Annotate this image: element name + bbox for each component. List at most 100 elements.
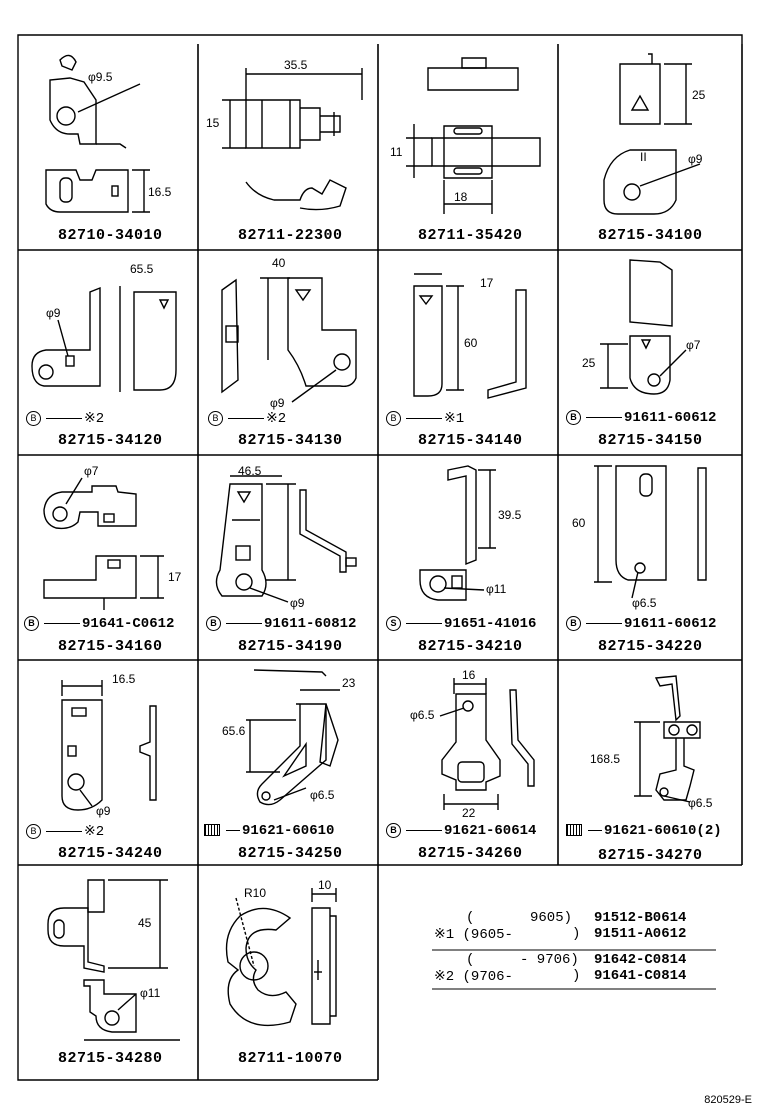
drawing-code: 820529-E (704, 1094, 752, 1106)
part-number: 82710-34010 (58, 227, 163, 244)
dim-label: φ6.5 (310, 788, 335, 802)
part-82715-34100-drawing (603, 53, 701, 215)
dim-label: 17 (480, 276, 494, 290)
part-number: 82715-34120 (58, 432, 163, 449)
dim-label: 25 (582, 356, 596, 370)
part-number: 82715-34140 (418, 432, 523, 449)
dim-label: 17 (168, 570, 182, 584)
dim-label: φ9 (96, 804, 111, 818)
b-circle-icon: B (26, 823, 41, 839)
b-circle-icon: B (566, 616, 581, 631)
dim-label: 40 (272, 256, 286, 270)
part-number: 82715-34100 (598, 227, 703, 244)
dim-label: 35.5 (284, 58, 308, 72)
part-82715-34280-drawing (47, 879, 180, 1041)
year-legend: (9605)91512-B0614 ※1 (9605-)91511-A0612 … (434, 910, 687, 985)
dim-label: 16.5 (112, 672, 136, 686)
dim-label: II (640, 150, 647, 164)
b-circle-icon: B (208, 410, 223, 426)
part-82715-34250-drawing (246, 669, 340, 806)
b-circle-icon: B (566, 410, 581, 425)
dim-label: R10 (244, 886, 267, 900)
part-82715-34260-drawing (439, 678, 535, 810)
dim-label: 46.5 (238, 464, 262, 478)
part-number: 82715-34160 (58, 638, 163, 655)
fastener-note: B※1 (386, 410, 464, 427)
dim-label: φ9 (290, 596, 305, 610)
dim-label: φ11 (486, 582, 507, 596)
dim-label: 18 (454, 190, 468, 204)
dim-label: 11 (390, 145, 403, 159)
part-82715-34150-drawing (600, 259, 687, 395)
part-82711-10070-drawing (225, 888, 337, 1027)
dim-label: φ11 (140, 986, 161, 1000)
part-number: 82715-34190 (238, 638, 343, 655)
dim-label: φ6.5 (632, 596, 657, 610)
dim-label: 22 (462, 806, 476, 820)
s-circle-icon: S (386, 616, 401, 631)
dim-label: 168.5 (590, 752, 621, 766)
b-circle-icon: B (26, 410, 41, 426)
part-82715-34220-drawing (594, 465, 707, 599)
part-82715-34270-drawing (634, 675, 701, 803)
dim-label: 25 (692, 88, 706, 102)
part-number: 82711-35420 (418, 227, 523, 244)
dim-label: φ6.5 (688, 796, 713, 810)
dim-label: φ9 (688, 152, 703, 166)
part-82711-22300-drawing (222, 68, 363, 211)
part-number: 82715-34240 (58, 845, 163, 862)
dim-label: φ9.5 (88, 70, 113, 84)
dim-label: φ9 (270, 396, 285, 410)
b-circle-icon: B (386, 410, 401, 426)
part-82715-34210-drawing (419, 465, 496, 601)
part-82715-34190-drawing (215, 475, 357, 603)
dim-label: 65.6 (222, 724, 246, 738)
part-number: 82715-34220 (598, 638, 703, 655)
part-number: 82715-34130 (238, 432, 343, 449)
dim-label: 60 (572, 516, 586, 530)
dim-label: 39.5 (498, 508, 522, 522)
part-number: 82715-34280 (58, 1050, 163, 1067)
part-number: 82715-34210 (418, 638, 523, 655)
dim-label: 45 (138, 916, 152, 930)
fastener-note: B※2 (208, 410, 286, 427)
bolt-icon (566, 824, 582, 837)
dim-label: 16 (462, 668, 476, 682)
fastener-note: B※2 (26, 823, 104, 840)
fastener-note: 91621-60610(2) (566, 823, 722, 839)
part-number: 82711-10070 (238, 1050, 343, 1067)
b-circle-icon: B (386, 823, 401, 838)
b-circle-icon: B (24, 616, 39, 631)
fastener-note: B※2 (26, 410, 104, 427)
part-82715-34120-drawing (31, 286, 177, 392)
dim-label: φ6.5 (410, 708, 435, 722)
part-82715-34240-drawing (61, 680, 157, 811)
dim-label: 60 (464, 336, 478, 350)
fastener-note: 91621-60610 (204, 823, 334, 839)
dim-label: 16.5 (148, 185, 172, 199)
part-number: 82715-34250 (238, 845, 343, 862)
part-number: 82715-34150 (598, 432, 703, 449)
part-number: 82715-34270 (598, 847, 703, 864)
part-82715-34130-drawing (221, 277, 357, 403)
part-82715-34160-drawing (43, 477, 164, 610)
b-circle-icon: B (206, 616, 221, 631)
dim-label: φ7 (686, 338, 701, 352)
dim-label: 10 (318, 878, 332, 892)
part-82711-35420-drawing (406, 57, 541, 214)
part-82715-34140-drawing (413, 273, 527, 399)
part-82710-34010-drawing (45, 54, 150, 213)
dim-label: 15 (206, 116, 220, 130)
dim-label: φ9 (46, 306, 61, 320)
dim-label: 23 (342, 676, 356, 690)
part-number: 82715-34260 (418, 845, 523, 862)
dim-label: φ7 (84, 464, 99, 478)
